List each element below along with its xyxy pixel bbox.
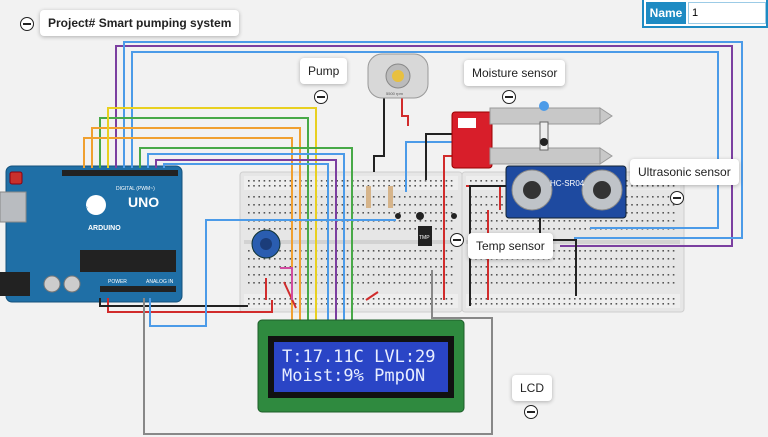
svg-text:∞: ∞	[84, 205, 88, 211]
digital-header-text: DIGITAL (PWM~)	[116, 186, 155, 192]
moisture-sensor[interactable]	[451, 101, 613, 169]
ultrasonic-model-text: HC-SR04	[550, 179, 585, 188]
pump-motor[interactable]: 5500 rpm	[367, 53, 429, 99]
lcd-module[interactable]	[257, 319, 465, 413]
temp-sensor[interactable]: TMP	[395, 212, 457, 246]
potentiometer[interactable]	[251, 229, 281, 259]
temp-chip-text: TMP	[419, 235, 430, 241]
moisture-sensor-label[interactable]: Moisture sensor	[464, 60, 566, 86]
pump-label[interactable]: Pump	[300, 58, 348, 84]
collapse-ultrasonic-label-icon[interactable]	[670, 191, 684, 205]
analog-header-text: ANALOG IN	[146, 279, 174, 285]
collapse-pump-label-icon[interactable]	[314, 90, 328, 104]
ultrasonic-sensor[interactable]: HC-SR04	[505, 165, 627, 219]
name-panel: Name	[642, 0, 768, 28]
name-input[interactable]	[688, 2, 766, 24]
collapse-moisture-label-icon[interactable]	[502, 90, 516, 104]
project-title-note[interactable]: Project# Smart pumping system	[40, 10, 240, 36]
ultrasonic-sensor-label[interactable]: Ultrasonic sensor	[630, 159, 739, 185]
lcd-label[interactable]: LCD	[512, 375, 553, 401]
arduino-uno-board[interactable]: ∞ ARDUINO UNO DIGITAL (PWM~) POWER ANALO…	[0, 165, 183, 303]
arduino-logo-text: ARDUINO	[88, 225, 121, 232]
lcd-line-1: T:17.11C LVL:29	[282, 347, 436, 367]
power-header-text: POWER	[108, 279, 127, 285]
collapse-lcd-label-icon[interactable]	[524, 405, 538, 419]
lcd-line-2: Moist:9% PmpON	[282, 366, 426, 386]
collapse-temp-label-icon[interactable]	[450, 233, 464, 247]
motor-label: 5500 rpm	[386, 91, 404, 96]
resistors	[366, 186, 393, 208]
wires[interactable]	[83, 41, 743, 435]
arduino-model-text: UNO	[128, 194, 159, 210]
name-label: Name	[646, 2, 686, 24]
collapse-project-note-icon[interactable]	[20, 17, 34, 31]
temp-sensor-label[interactable]: Temp sensor	[468, 233, 553, 259]
